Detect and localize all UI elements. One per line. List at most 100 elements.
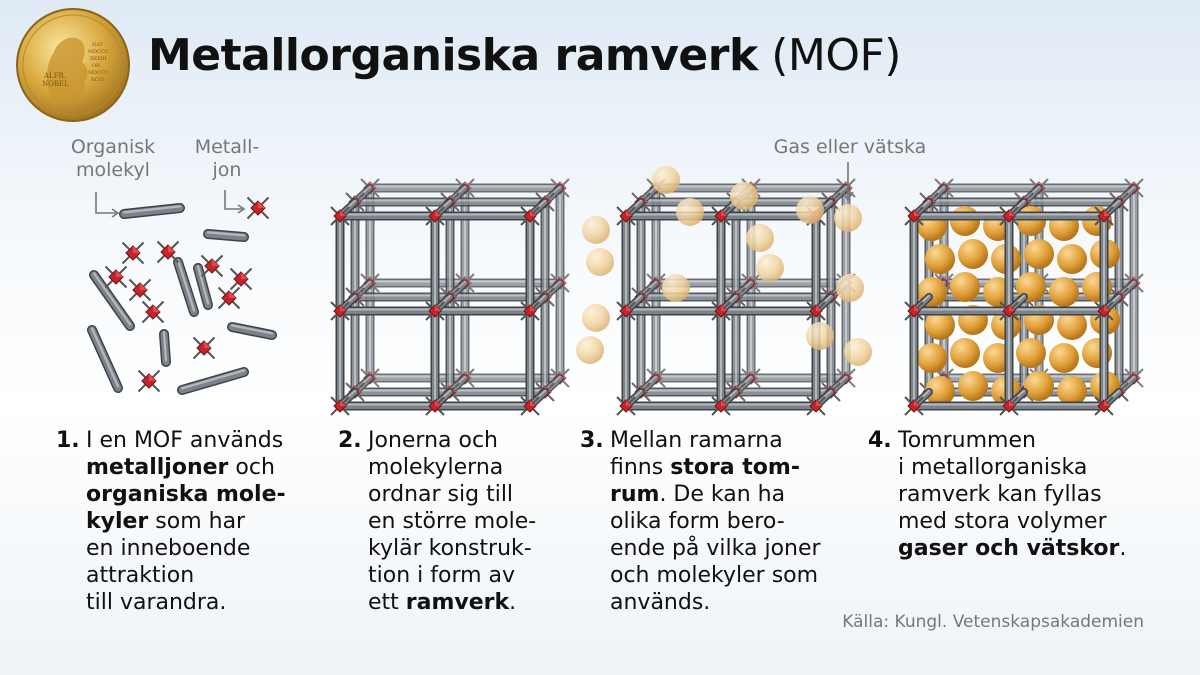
step-line: ett ramverk. (368, 589, 598, 616)
gas-molecule (925, 244, 955, 274)
label-organic-line1: Organisk (70, 136, 156, 158)
gas-molecule (950, 206, 980, 236)
step-text-run: en större mole- (368, 509, 537, 534)
step-text-run: finns (610, 455, 671, 480)
metal-ion (904, 206, 924, 226)
arrowhead-organic-icon (111, 208, 120, 218)
step-line: används. (610, 589, 870, 616)
arrow-metal-ion-icon (224, 190, 242, 210)
step-line: och molekyler som (610, 562, 870, 589)
mof-illustration (87, 162, 1144, 416)
step-line: en större mole- (368, 508, 598, 535)
framework-cube-4 (904, 178, 1144, 416)
step-text-run: I en MOF används (86, 428, 284, 453)
svg-text:OB.: OB. (92, 63, 102, 69)
metal-ion (999, 396, 1019, 416)
metal-ion (904, 301, 924, 321)
gas-molecule (1057, 310, 1087, 340)
label-gas-or-liquid: Gas eller vätska (773, 136, 927, 158)
arrowhead-gas-icon (842, 191, 854, 202)
step-line: I en MOF används (86, 427, 326, 454)
metal-ion (999, 206, 1019, 226)
svg-text:NOBEL: NOBEL (42, 80, 69, 88)
gas-molecule-faint (576, 336, 604, 364)
step-line: Jonerna och (368, 427, 598, 454)
step-number: 4. (868, 428, 892, 453)
label-organic-line2: molekyl (76, 159, 150, 181)
metal-ion (616, 206, 636, 226)
gas-molecule-faint (662, 274, 690, 302)
step-bold-run: metalljoner (86, 455, 229, 480)
metal-ion (104, 265, 128, 289)
gas-molecule-faint (586, 248, 614, 276)
arrowhead-metal-icon (237, 204, 246, 214)
metal-ion (999, 301, 1019, 321)
step-text-run: . (1119, 536, 1127, 561)
gas-molecule-faint (746, 224, 774, 252)
step-line: attraktion (86, 562, 326, 589)
svg-text:ALFR.: ALFR. (43, 72, 66, 80)
metal-ion (520, 206, 540, 226)
step-text-run: molekylerna (368, 455, 504, 480)
step-text-run: som har (148, 509, 246, 534)
metal-ion (711, 301, 731, 321)
framework-layer (616, 198, 835, 416)
step-line: rum. De kan ha (610, 481, 870, 508)
gas-molecule (1049, 277, 1079, 307)
step-text-run: ordnar sig till (368, 482, 514, 507)
metal-ion (192, 336, 216, 360)
gas-molecule-faint (806, 322, 834, 350)
framework-cube-2 (330, 178, 570, 416)
metal-ion (156, 240, 180, 264)
step-number: 1. (56, 428, 80, 453)
label-metal-line1: Metall- (194, 136, 260, 158)
framework-cube-3 (576, 166, 872, 416)
step-text-run: . (509, 590, 517, 615)
step-line: molekylerna (368, 454, 598, 481)
step-bold-run: kyler (86, 509, 149, 534)
metal-ion (1094, 206, 1114, 226)
gas-molecule-faint (582, 216, 610, 244)
step-text-run: och (228, 455, 275, 480)
gas-molecule (950, 272, 980, 302)
step-line: ramverk kan fyllas (898, 481, 1158, 508)
svg-text:XCVI: XCVI (91, 77, 104, 83)
gas-molecule-faint (652, 166, 680, 194)
organic-rod (89, 270, 135, 331)
metal-ion (137, 369, 161, 393)
title-bold: Metallorganiska ramverk (148, 30, 758, 81)
step-line: tion i form av (368, 562, 598, 589)
step-line: i metallorganiska (898, 454, 1158, 481)
metal-ion (616, 396, 636, 416)
gas-molecule (917, 343, 947, 373)
metal-ion (330, 301, 350, 321)
metal-ion (711, 396, 731, 416)
label-metal-ion: Metall- jon (184, 136, 270, 182)
organic-rod (177, 367, 249, 395)
step-text-run: Mellan ramarna (610, 428, 783, 453)
step-bold-run: stora tom- (670, 455, 800, 480)
gas-molecule-faint (756, 254, 784, 282)
framework-layer (330, 198, 549, 416)
gas-filling (917, 206, 1120, 406)
gas-molecule (958, 239, 988, 269)
step-number: 3. (580, 428, 604, 453)
metal-ion (128, 278, 152, 302)
gas-molecule (925, 310, 955, 340)
page-title: Metallorganiska ramverk (MOF) (148, 30, 901, 81)
title-normal: (MOF) (771, 30, 901, 81)
step-text-run: attraktion (86, 563, 195, 588)
gas-molecule-faint (844, 338, 872, 366)
step-bold-run: ramverk (405, 590, 510, 615)
gas-molecule-faint (676, 198, 704, 226)
nobel-medal-icon: ALFR. NOBEL NAT MDCCC XXXIII OB. MDCCC X… (16, 8, 130, 122)
step-text-run: olika form bero- (610, 509, 785, 534)
metal-ion (1094, 396, 1114, 416)
source-credit: Källa: Kungl. Vetenskapsakademien (842, 612, 1144, 632)
step-text-run: till varandra. (86, 590, 227, 615)
metal-ion (520, 396, 540, 416)
gas-molecule (1057, 244, 1087, 274)
